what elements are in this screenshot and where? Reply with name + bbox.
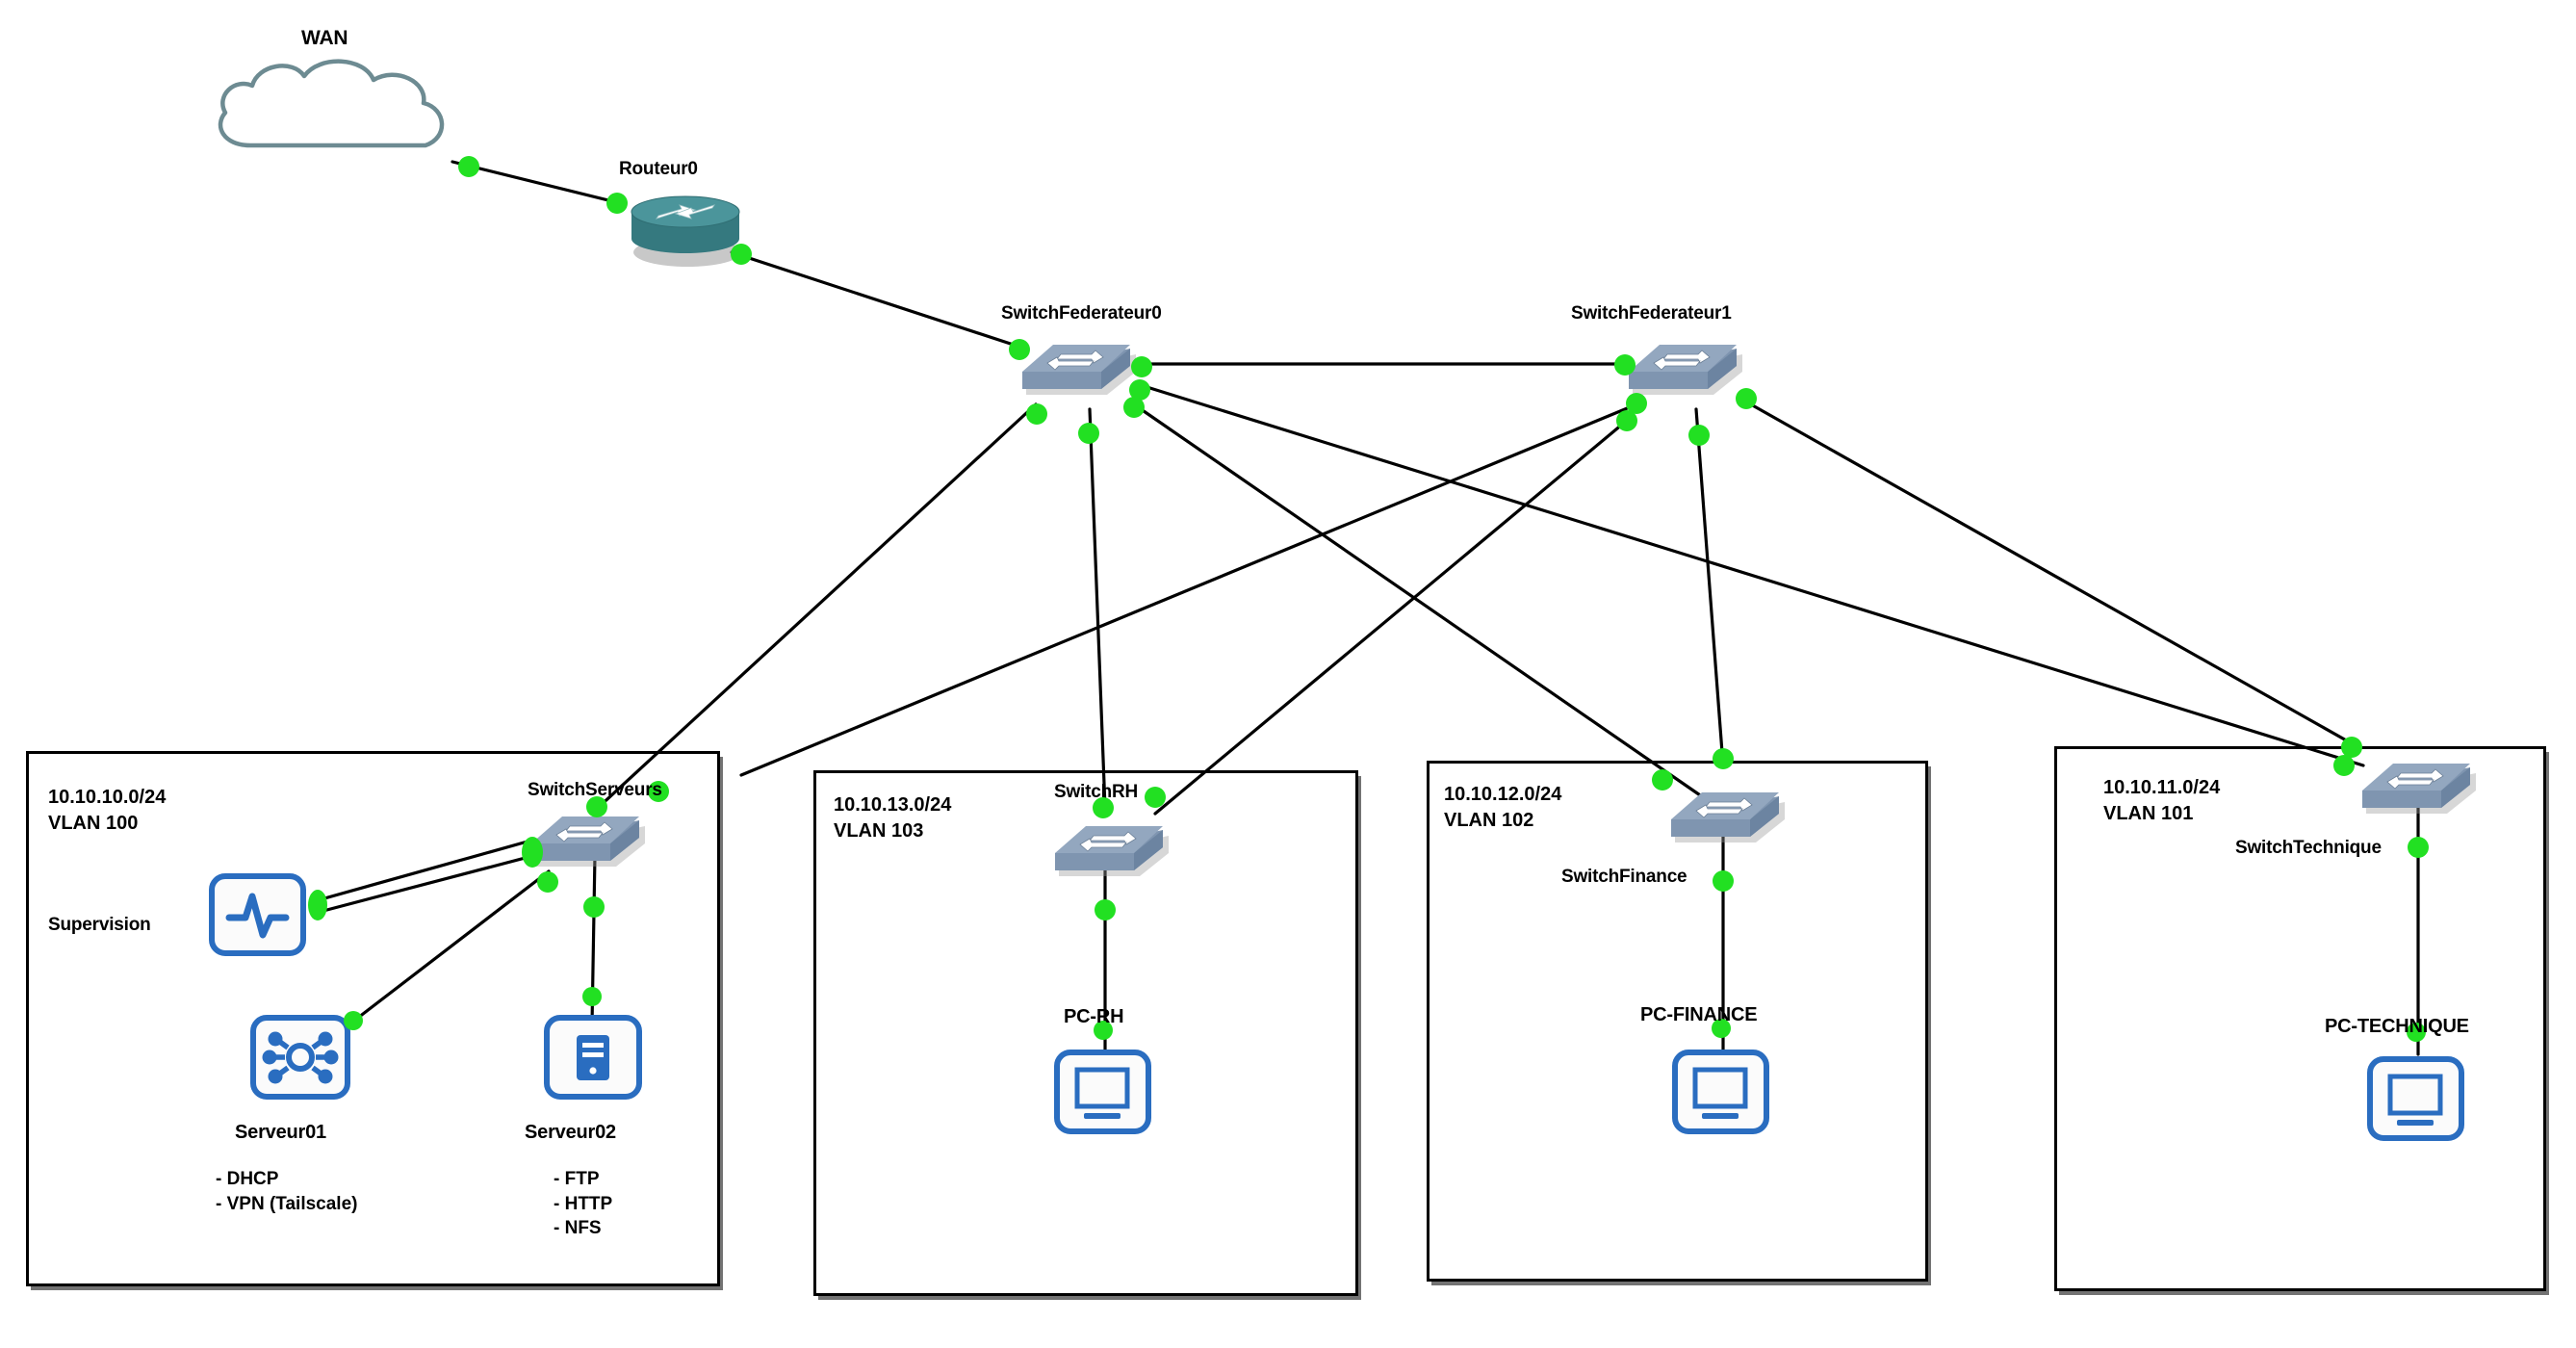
link-sf0-switchfinance xyxy=(1132,402,1708,801)
pc-rh-label: PC-RH xyxy=(1064,1006,1124,1027)
wan-cloud-icon[interactable] xyxy=(191,53,470,178)
port-dot-switchtechnique-up1[interactable] xyxy=(2341,737,2362,758)
switch-icon-switchfinance[interactable] xyxy=(1667,775,1790,857)
link-sf0-switchserveurs xyxy=(595,402,1038,811)
port-dot-switchserveurs-up2[interactable] xyxy=(648,781,669,802)
port-dot-sf0-p5[interactable] xyxy=(1078,423,1099,444)
link-wan-routeur0 xyxy=(451,160,626,206)
switch-label-switchtechnique: SwitchTechnique xyxy=(2235,838,2382,858)
port-dot-pcfinance[interactable] xyxy=(1712,1019,1731,1038)
port-dot-switchfinance-up2[interactable] xyxy=(1652,769,1673,791)
port-dot-serveur01[interactable] xyxy=(344,1011,363,1030)
switch-label-switchfederateur1: SwitchFederateur1 xyxy=(1571,303,1732,324)
pc-finance-label: PC-FINANCE xyxy=(1640,1004,1758,1025)
supervision-label: Supervision xyxy=(48,915,151,935)
switch-label-switchfinance: SwitchFinance xyxy=(1561,867,1687,887)
port-dot-switchtechnique-down[interactable] xyxy=(2408,837,2429,858)
switch-label-switchserveurs: SwitchServeurs xyxy=(528,780,662,800)
port-dot-wan[interactable] xyxy=(458,156,479,177)
pc-technique-label: PC-TECHNIQUE xyxy=(2325,1016,2469,1037)
link-sf0-switchtechnique xyxy=(1139,383,2365,767)
vlan-box-vlan102[interactable] xyxy=(1427,761,1928,1282)
switch-icon-switchserveurs[interactable] xyxy=(528,799,651,881)
link-switchserveurs-supervision-b xyxy=(318,853,538,914)
link-sf0-switchrh xyxy=(1088,407,1107,811)
port-dot-sf0-uplink[interactable] xyxy=(1009,339,1030,360)
port-dot-pcrh[interactable] xyxy=(1094,1021,1113,1040)
port-dot-switchfinance-up1[interactable] xyxy=(1713,748,1734,769)
port-dot-supervision[interactable] xyxy=(308,890,327,920)
switch-icon-switchrh[interactable] xyxy=(1051,809,1174,891)
port-dot-sf1-p4[interactable] xyxy=(1736,388,1757,409)
serveur02-services: - FTP - HTTP - NFS xyxy=(554,1169,613,1239)
link-switchserveurs-serveur01 xyxy=(352,869,551,1023)
port-dot-switchserveurs-up1[interactable] xyxy=(586,796,607,817)
link-sf1-switchtechnique xyxy=(1740,398,2358,748)
vlan-box-vlan101[interactable] xyxy=(2054,746,2546,1291)
switch-label-switchfederateur0: SwitchFederateur0 xyxy=(1001,303,1162,324)
port-dot-sf0-p4[interactable] xyxy=(1026,403,1047,425)
link-sf1-switchrh xyxy=(1153,417,1631,816)
server-tower-icon-serveur02[interactable] xyxy=(542,1013,644,1102)
serveur02-label: Serveur02 xyxy=(525,1122,616,1143)
port-dot-sf1-p3[interactable] xyxy=(1616,410,1637,431)
switch-icon-switchtechnique[interactable] xyxy=(2358,746,2482,828)
desktop-pc-icon-pcrh[interactable] xyxy=(1052,1048,1153,1136)
switch-label-switchrh: SwitchRH xyxy=(1054,782,1139,802)
port-dot-switchtechnique-up2[interactable] xyxy=(2333,755,2355,776)
serveur01-label: Serveur01 xyxy=(235,1122,326,1143)
link-switchserveurs-supervision-a xyxy=(316,838,536,902)
port-dot-switchserveurs-sup[interactable] xyxy=(522,837,543,868)
port-dot-switchserveurs-srv02[interactable] xyxy=(583,896,605,918)
link-sf1-switchserveurs xyxy=(739,402,1638,777)
network-hub-icon-serveur01[interactable] xyxy=(248,1013,352,1102)
router-label-routeur0: Routeur0 xyxy=(619,159,698,179)
port-dot-routeur0-in[interactable] xyxy=(606,193,628,214)
wan-label: WAN xyxy=(301,27,348,49)
port-dot-switchrh-down[interactable] xyxy=(1095,899,1116,920)
port-dot-serveur02[interactable] xyxy=(582,987,602,1006)
link-sf1-switchfinance xyxy=(1694,407,1725,767)
switch-icon-switchfederateur1[interactable] xyxy=(1625,327,1748,409)
pulse-icon-supervision[interactable] xyxy=(207,871,308,958)
port-dot-sf0-p2[interactable] xyxy=(1129,379,1150,401)
serveur01-services: - DHCP - VPN (Tailscale) xyxy=(216,1169,358,1214)
desktop-pc-icon-pcfinance[interactable] xyxy=(1670,1048,1771,1136)
port-dot-switchserveurs-srv01[interactable] xyxy=(537,871,558,893)
desktop-pc-icon-pctechnique[interactable] xyxy=(2365,1054,2466,1143)
port-dot-pctechnique[interactable] xyxy=(2407,1023,2426,1042)
router-icon-routeur0[interactable] xyxy=(624,183,749,270)
switch-icon-switchfederateur0[interactable] xyxy=(1018,327,1142,409)
port-dot-sf0-p3[interactable] xyxy=(1123,397,1145,418)
link-routeur0-switchfederateur0 xyxy=(730,250,1027,350)
port-dot-routeur0-out[interactable] xyxy=(731,244,752,265)
port-dot-sf1-p2[interactable] xyxy=(1626,393,1647,414)
port-dot-sf0-p1[interactable] xyxy=(1131,356,1152,377)
port-dot-switchfinance-down[interactable] xyxy=(1713,870,1734,892)
port-dot-switchrh-up2[interactable] xyxy=(1145,787,1166,808)
port-dot-sf1-p5[interactable] xyxy=(1688,425,1710,446)
port-dot-switchrh-up1[interactable] xyxy=(1093,797,1114,818)
port-dot-sf1-p1[interactable] xyxy=(1614,354,1636,376)
